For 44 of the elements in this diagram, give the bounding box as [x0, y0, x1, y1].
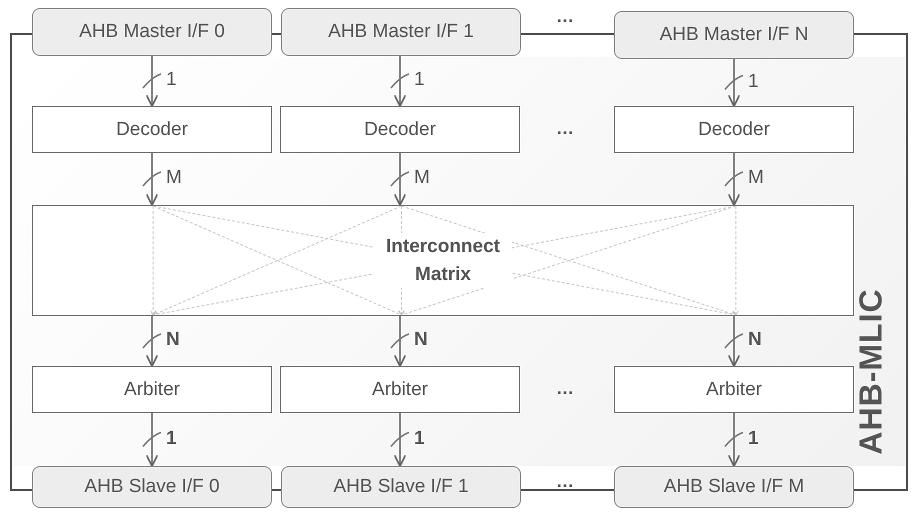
arrow: [146, 56, 158, 108]
process-box: Decoder: [32, 106, 272, 153]
arrow: [394, 56, 406, 108]
ellipsis: …: [556, 471, 574, 492]
interface-box: AHB Master I/F 1: [281, 8, 521, 56]
edge-label: M: [414, 167, 430, 189]
arrow: [728, 413, 740, 468]
process-box: Decoder: [280, 106, 520, 153]
edge-label: M: [748, 167, 764, 189]
process-box: Arbiter: [32, 366, 272, 413]
arrow: [146, 316, 158, 368]
edge-label: 1: [166, 69, 177, 91]
arrow: [728, 59, 740, 108]
edge-label: 1: [166, 428, 177, 450]
edge-label: N: [166, 329, 180, 351]
edge-label: 1: [414, 69, 425, 91]
interface-box: AHB Slave I/F M: [614, 466, 854, 508]
ellipsis: …: [556, 378, 574, 399]
edge-label: N: [414, 329, 428, 351]
ellipsis: …: [556, 6, 574, 27]
system-frame: [10, 57, 908, 466]
edge-label: 1: [748, 428, 759, 450]
interface-box: AHB Master I/F 0: [32, 8, 272, 56]
process-box: Arbiter: [614, 366, 854, 413]
matrix-box: [32, 205, 854, 316]
ellipsis: …: [556, 118, 574, 139]
frame-title: AHB-MLIC: [852, 288, 890, 455]
arrow: [146, 413, 158, 468]
edge-label: M: [166, 167, 182, 189]
interface-box: AHB Master I/F N: [614, 11, 854, 59]
process-box: Decoder: [614, 106, 854, 153]
arrow: [394, 413, 406, 468]
arrow: [394, 316, 406, 368]
matrix-label: Interconnect Matrix: [374, 232, 512, 288]
arrow: [146, 153, 158, 206]
edge-label: 1: [414, 428, 425, 450]
process-box: Arbiter: [280, 366, 520, 413]
arrow: [728, 316, 740, 368]
arrow: [394, 153, 406, 206]
edge-label: 1: [748, 70, 759, 92]
arrow: [728, 153, 740, 206]
interface-box: AHB Slave I/F 0: [32, 466, 272, 508]
interface-box: AHB Slave I/F 1: [281, 466, 521, 508]
edge-label: N: [748, 329, 762, 351]
